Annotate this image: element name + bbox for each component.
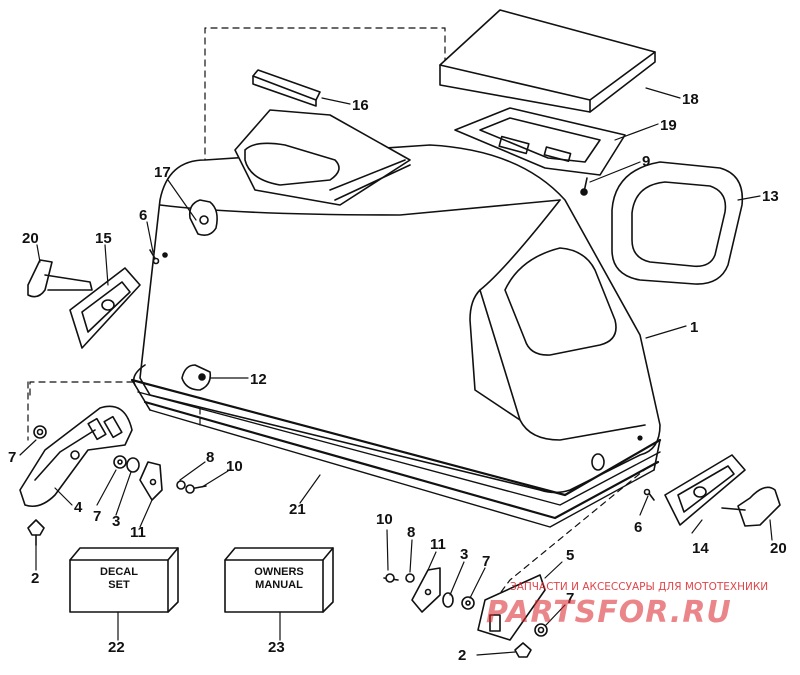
latch-plate-left: [69, 267, 141, 349]
seal-strip: [252, 69, 321, 107]
callout-23: 23: [268, 639, 285, 656]
callout-3-left: 3: [112, 513, 120, 530]
callout-2-right: 2: [458, 647, 466, 664]
callout-17: 17: [154, 164, 171, 181]
latch-lever-left: [27, 259, 93, 298]
decal-box-line2: SET: [108, 579, 130, 591]
callout-1: 1: [690, 319, 698, 336]
callout-16: 16: [352, 97, 369, 114]
hardware-left: [33, 425, 207, 501]
callout-11-right: 11: [430, 536, 446, 553]
decal-box-line1: DECAL: [100, 566, 138, 578]
manual-box-line1: OWNERS: [254, 566, 304, 578]
callout-6-left: 6: [139, 207, 147, 224]
callout-20-left: 20: [22, 230, 39, 247]
owners-manual-box: OWNERS MANUAL: [224, 547, 334, 613]
callout-4: 4: [74, 499, 83, 516]
grommet: [181, 364, 212, 391]
callout-14: 14: [692, 540, 709, 557]
manual-box-line2: MANUAL: [255, 579, 303, 591]
callout-8-right: 8: [407, 524, 415, 541]
callout-2-left: 2: [31, 570, 39, 587]
decal-set-box: DECAL SET: [69, 547, 179, 613]
callout-9: 9: [642, 153, 650, 170]
callout-labels: 1 18 19 16 9 13 17 6 15 20 12 7 4 7 3 11…: [8, 91, 787, 664]
air-silencer-cover: [439, 9, 656, 113]
callout-18: 18: [682, 91, 699, 108]
callout-13: 13: [762, 188, 779, 205]
callout-5: 5: [566, 547, 574, 564]
hardware-right: [383, 567, 548, 658]
latch-plate-right: [664, 454, 746, 526]
watermark: ЗАПЧАСТИ И АКСЕССУАРЫ ДЛЯ МОТОТЕХНИКИ PA…: [486, 581, 768, 630]
callout-6-right: 6: [634, 519, 642, 536]
callout-11-left: 11: [130, 524, 146, 541]
callout-15: 15: [95, 230, 112, 247]
screws-6: [149, 249, 655, 501]
shift-knob: [188, 199, 218, 236]
watermark-logo-text: PARTSFOR.RU: [486, 595, 732, 630]
screw-9: [580, 177, 588, 196]
callout-8-left: 8: [206, 449, 214, 466]
silencer-gasket: [454, 107, 626, 176]
latch-bracket-left: [19, 405, 133, 508]
callout-10-left: 10: [226, 458, 243, 475]
callout-7-left-top: 7: [8, 449, 16, 466]
callout-7-right-top: 7: [482, 553, 490, 570]
motor-cover: [130, 109, 662, 528]
callout-7-left-mid: 7: [93, 508, 101, 525]
callout-22: 22: [108, 639, 125, 656]
callout-20-right: 20: [770, 540, 787, 557]
leader-lines: [19, 87, 773, 656]
callout-19: 19: [660, 117, 677, 134]
callout-21: 21: [289, 501, 306, 518]
callout-7-right-bottom: 7: [566, 590, 574, 607]
stud-left: [27, 519, 45, 546]
callout-3-right: 3: [460, 546, 468, 563]
callout-12: 12: [250, 371, 267, 388]
latch-lever-right: [721, 486, 781, 527]
callout-10-right: 10: [376, 511, 393, 528]
watermark-caption: ЗАПЧАСТИ И АКСЕССУАРЫ ДЛЯ МОТОТЕХНИКИ: [510, 581, 768, 593]
window-frame: [611, 161, 744, 285]
